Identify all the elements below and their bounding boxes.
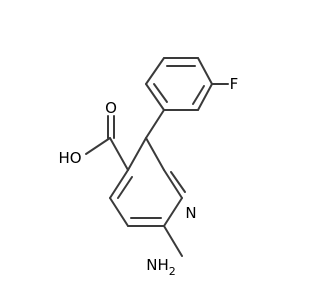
amine-text: NH: [146, 256, 169, 274]
bond: [145, 109, 165, 139]
bond: [145, 83, 165, 111]
amine-subscript: 2: [169, 265, 176, 278]
atom-fluorine-label: F: [230, 75, 239, 93]
bond: [163, 197, 183, 227]
bond: [127, 137, 147, 171]
bond-double-inner: [117, 176, 133, 199]
atom-hydroxyl-label: HO: [58, 149, 81, 167]
bond: [163, 225, 183, 257]
bond-double-inner: [192, 85, 205, 105]
atom-amine-label: NH2: [146, 256, 176, 278]
bond: [163, 169, 183, 199]
chemical-structure: F O HO N NH2: [58, 57, 238, 278]
atom-labels: F O HO N NH2: [58, 75, 238, 278]
bond: [109, 197, 129, 227]
bond: [109, 137, 129, 171]
atom-ring-nitrogen-label: N: [185, 204, 196, 222]
bond: [109, 169, 129, 199]
bond: [197, 83, 213, 111]
bond: [145, 137, 165, 171]
bond-double-inner: [153, 83, 168, 103]
bond: [145, 57, 165, 85]
atom-carbonyl-oxygen-label: O: [105, 99, 117, 117]
bonds: [85, 57, 229, 257]
bond-double-inner: [170, 171, 186, 193]
bond: [85, 137, 111, 155]
bond: [197, 57, 213, 85]
